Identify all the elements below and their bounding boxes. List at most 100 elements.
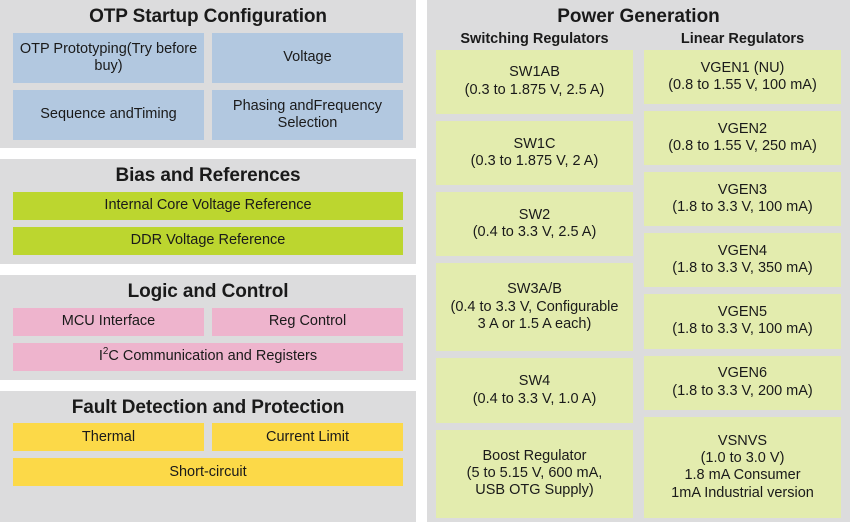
regulator-cell-line: (0.3 to 1.875 V, 2.5 A) [464,81,605,98]
panel-row: OTP Prototyping(Try before buy) Voltage [13,32,403,83]
block-ddr-voltage-reference[interactable]: DDR Voltage Reference [13,226,403,255]
block-line: (Try before buy) [94,40,198,74]
block-line: Internal Core Voltage Reference [104,197,312,214]
regulator-cell-sw2[interactable]: SW2(0.4 to 3.3 V, 2.5 A) [436,191,633,257]
column-headings: Switching Regulators Linear Regulators [436,31,841,50]
block-sequence-and-timing[interactable]: Sequence andTiming [13,89,204,140]
panel-row: Sequence andTiming Phasing andFrequency … [13,89,403,140]
regulator-cell-line: (1.8 to 3.3 V, 100 mA) [672,199,813,216]
panel-row: Short-circuit [13,458,403,487]
block-line: OTP Prototyping [19,40,127,57]
column-linear-regulators: VGEN1 (NU)(0.8 to 1.55 V, 100 mA)VGEN2(0… [644,49,841,518]
regulator-cell-line: 3 A or 1.5 A each) [477,315,592,332]
panel-row: DDR Voltage Reference [13,226,403,255]
regulator-cell-vgen5[interactable]: VGEN5(1.8 to 3.3 V, 100 mA) [644,294,841,349]
regulator-cell-line: SW3A/B [507,281,562,298]
block-reg-control[interactable]: Reg Control [212,307,403,336]
panel-power-generation: Power Generation Switching Regulators Li… [427,0,850,522]
panel-rows: OTP Prototyping(Try before buy) Voltage … [13,32,403,140]
block-mcu-interface[interactable]: MCU Interface [13,307,204,336]
panel-otp-startup-configuration: OTP Startup Configuration OTP Prototypin… [0,0,416,148]
left-column: OTP Startup Configuration OTP Prototypin… [0,0,416,522]
block-i2c-communication-and-registers[interactable]: I2C Communication and Registers [13,342,403,371]
panel-rows: MCU Interface Reg Control I2C Communicat… [13,307,403,371]
panel-rows: Internal Core Voltage Reference DDR Volt… [13,191,403,255]
panel-title: Fault Detection and Protection [71,396,345,418]
block-line: Thermal [81,428,136,445]
regulator-cell-vgen6[interactable]: VGEN6(1.8 to 3.3 V, 200 mA) [644,355,841,410]
regulator-cell-vgen3[interactable]: VGEN3(1.8 to 3.3 V, 100 mA) [644,172,841,227]
block-line: Frequency Selection [277,97,383,131]
regulator-cell-line: (0.8 to 1.55 V, 100 mA) [668,76,817,93]
block-otp-prototyping[interactable]: OTP Prototyping(Try before buy) [13,32,204,83]
regulator-cell-line: VSNVS [717,432,768,449]
regulator-cell-line: 1.8 mA Consumer [684,467,801,484]
regulator-cell-line: (0.4 to 3.3 V, 1.0 A) [472,390,597,407]
regulator-cell-line: VGEN2 [717,120,768,137]
regulator-cell-line: (1.8 to 3.3 V, 100 mA) [672,321,813,338]
panel-bias-and-references: Bias and References Internal Core Voltag… [0,158,416,264]
regulator-cell-line: VGEN3 [717,181,768,198]
block-thermal[interactable]: Thermal [13,423,204,452]
block-line: I2C Communication and Registers [98,346,318,364]
regulator-cell-line: (0.3 to 1.875 V, 2 A) [470,152,599,169]
regulator-cell-line: 1mA Industrial version [671,484,814,501]
block-voltage[interactable]: Voltage [212,32,403,83]
regulator-cell-vgen1-nu[interactable]: VGEN1 (NU)(0.8 to 1.55 V, 100 mA) [644,49,841,104]
block-line: Voltage [283,49,332,66]
panel-row: Internal Core Voltage Reference [13,191,403,220]
block-internal-core-voltage-reference[interactable]: Internal Core Voltage Reference [13,191,403,220]
block-line: Phasing and [232,97,314,114]
regulator-cell-line: (0.8 to 1.55 V, 250 mA) [668,138,817,155]
superscript-two: 2 [102,346,109,358]
block-line: Sequence and [40,106,134,123]
panel-row: Thermal Current Limit [13,423,403,452]
panel-rows: Thermal Current Limit Short-circuit [13,423,403,487]
regulator-cell-line: SW2 [518,206,551,223]
block-line: Timing [133,106,177,123]
panel-fault-detection-and-protection: Fault Detection and Protection Thermal C… [0,390,416,522]
regulator-cell-sw1ab[interactable]: SW1AB(0.3 to 1.875 V, 2.5 A) [436,49,633,114]
block-line: MCU Interface [61,312,156,329]
regulator-cell-line: USB OTG Supply) [475,482,594,499]
regulator-cell-line: (0.4 to 3.3 V, Configurable [450,298,619,315]
regulator-cell-line: VGEN4 [717,242,768,259]
regulator-cell-vgen4[interactable]: VGEN4(1.8 to 3.3 V, 350 mA) [644,233,841,288]
regulator-cell-line: Boost Regulator [482,447,587,464]
regulator-cell-line: VGEN1 (NU) [700,59,785,76]
block-line: Short-circuit [169,463,247,480]
block-line: Reg Control [268,312,347,329]
block-phasing-and-frequency-selection[interactable]: Phasing andFrequency Selection [212,89,403,140]
block-line: DDR Voltage Reference [130,232,286,249]
regulator-cell-sw4[interactable]: SW4(0.4 to 3.3 V, 1.0 A) [436,358,633,423]
column-heading-linear-regulators: Linear Regulators [680,30,805,47]
regulator-cell-line: SW1AB [509,64,560,81]
column-heading-switching-regulators: Switching Regulators [460,30,609,47]
regulator-columns: SW1AB(0.3 to 1.875 V, 2.5 A)SW1C(0.3 to … [436,49,841,518]
regulator-cell-sw1c[interactable]: SW1C(0.3 to 1.875 V, 2 A) [436,120,633,185]
panel-title: OTP Startup Configuration [89,6,327,27]
regulator-cell-line: SW1C [513,135,556,152]
regulator-cell-boost-regulator[interactable]: Boost Regulator(5 to 5.15 V, 600 mA,USB … [436,429,633,518]
panel-title: Bias and References [115,164,301,186]
panel-title: Logic and Control [127,280,289,302]
regulator-cell-line: VGEN5 [717,304,768,321]
panel-row: I2C Communication and Registers [13,342,403,371]
block-current-limit[interactable]: Current Limit [212,423,403,452]
regulator-cell-vgen2[interactable]: VGEN2(0.8 to 1.55 V, 250 mA) [644,110,841,166]
column-switching-regulators: SW1AB(0.3 to 1.875 V, 2.5 A)SW1C(0.3 to … [436,49,633,518]
regulator-cell-line: (5 to 5.15 V, 600 mA, [466,465,603,482]
regulator-cell-line: (1.8 to 3.3 V, 200 mA) [672,382,813,399]
regulator-cell-line: (1.8 to 3.3 V, 350 mA) [672,260,813,277]
block-short-circuit[interactable]: Short-circuit [13,458,403,487]
regulator-cell-line: (0.4 to 3.3 V, 2.5 A) [472,224,597,240]
panel-title: Power Generation [557,6,720,27]
regulator-cell-line: SW4 [518,373,551,390]
panel-logic-and-control: Logic and Control MCU Interface Reg Cont… [0,274,416,380]
panel-row: MCU Interface Reg Control [13,307,403,336]
regulator-cell-line: VGEN6 [717,365,768,382]
regulator-cell-line: (1.0 to 3.0 V) [700,449,785,466]
